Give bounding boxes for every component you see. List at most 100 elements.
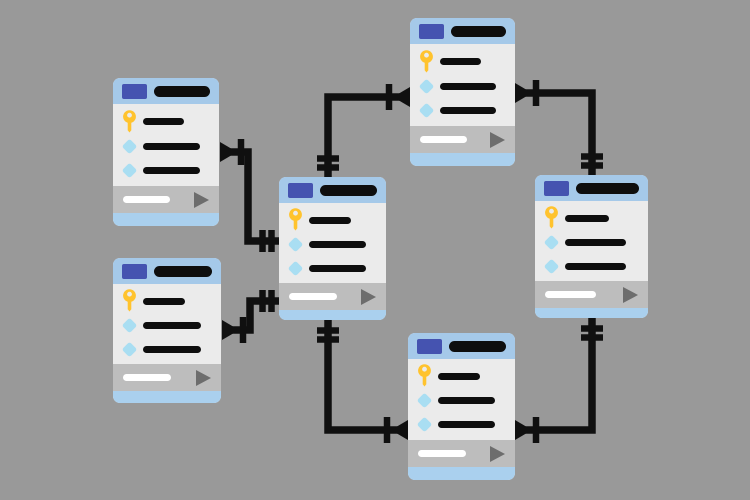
table-title-placeholder: [449, 340, 506, 352]
crowfoot-many-icon: [222, 320, 239, 340]
table-top-left: [113, 78, 219, 226]
footer-bar-placeholder: [123, 374, 172, 381]
table-field-list: [113, 104, 219, 186]
field-row: [535, 230, 648, 254]
field-icon-slot: [416, 364, 432, 388]
field-icon-slot: [287, 232, 303, 256]
field-name-placeholder: [565, 262, 626, 270]
connector-center-to-bottom-middle: [317, 320, 408, 443]
field-row: [113, 134, 219, 158]
table-bottom-strip: [535, 308, 648, 318]
field-icon-slot: [543, 254, 559, 278]
diamond-icon: [121, 162, 137, 179]
field-icon-slot: [287, 256, 303, 280]
field-row: [408, 364, 515, 388]
field-icon-slot: [287, 208, 303, 232]
field-name-placeholder: [309, 264, 367, 272]
crowfoot-many-icon: [393, 87, 410, 107]
expand-arrow-icon: [361, 288, 376, 305]
table-right: [535, 175, 648, 318]
diamond-icon: [287, 260, 303, 276]
field-row: [410, 74, 515, 98]
diamond-icon: [543, 234, 559, 250]
table-bottom-middle: [408, 333, 515, 480]
field-name-placeholder: [309, 240, 367, 248]
table-field-list: [113, 284, 221, 364]
field-row: [535, 206, 648, 230]
key-icon: [544, 206, 558, 229]
field-icon-slot: [543, 206, 559, 230]
field-icon-slot: [416, 389, 432, 413]
crowfoot-many-icon: [515, 83, 532, 103]
expand-arrow-icon: [196, 369, 211, 386]
table-title-placeholder: [320, 184, 377, 196]
crowfoot-many-icon: [220, 142, 237, 162]
table-header: [113, 78, 219, 104]
table-bottom-strip: [279, 310, 386, 320]
table-header: [113, 258, 221, 284]
key-icon: [288, 208, 302, 231]
connector-bottom-left-to-center: [222, 290, 279, 343]
table-center: [279, 177, 386, 320]
crowfoot-many-icon: [515, 420, 532, 440]
field-name-placeholder: [438, 372, 480, 380]
footer-bar-placeholder: [418, 450, 466, 457]
field-row: [410, 99, 515, 123]
table-type-square-icon: [122, 263, 147, 279]
table-type-square-icon: [417, 338, 442, 354]
footer-bar-placeholder: [420, 136, 467, 143]
field-icon-slot: [416, 413, 432, 437]
expand-arrow-icon: [490, 131, 505, 148]
table-type-square-icon: [419, 23, 444, 39]
field-name-placeholder: [438, 397, 496, 404]
table-top-middle: [410, 18, 515, 166]
field-icon-slot: [121, 134, 137, 158]
key-icon: [419, 49, 433, 72]
field-name-placeholder: [143, 297, 185, 305]
field-row: [279, 256, 386, 280]
table-bottom-left: [113, 258, 221, 403]
table-title-placeholder: [154, 265, 212, 277]
diamond-icon: [418, 78, 434, 94]
field-icon-slot: [121, 313, 137, 337]
field-name-placeholder: [440, 107, 497, 114]
footer-bar-placeholder: [289, 293, 337, 300]
connector-right-to-bottom-middle: [515, 318, 603, 443]
field-name-placeholder: [143, 142, 200, 150]
table-bottom-strip: [408, 467, 515, 480]
field-name-placeholder: [438, 421, 496, 429]
diamond-icon: [416, 392, 432, 409]
field-name-placeholder: [565, 238, 626, 246]
table-footer: [410, 126, 515, 153]
table-type-square-icon: [288, 182, 313, 198]
table-field-list: [279, 203, 386, 283]
field-name-placeholder: [143, 345, 201, 353]
field-icon-slot: [121, 337, 137, 361]
table-title-placeholder: [154, 85, 210, 97]
field-icon-slot: [121, 289, 137, 313]
table-field-list: [535, 201, 648, 281]
key-icon: [417, 364, 431, 387]
field-icon-slot: [121, 109, 137, 134]
expand-arrow-icon: [490, 445, 505, 462]
diamond-icon: [416, 416, 432, 433]
table-bottom-strip: [410, 153, 515, 166]
field-name-placeholder: [440, 58, 481, 65]
field-row: [408, 389, 515, 413]
table-footer: [113, 186, 219, 213]
field-name-placeholder: [309, 216, 351, 224]
table-header: [279, 177, 386, 203]
table-field-list: [410, 44, 515, 126]
table-header: [535, 175, 648, 201]
diamond-icon: [543, 258, 559, 274]
diamond-icon: [121, 317, 137, 333]
field-row: [113, 289, 221, 313]
table-header: [408, 333, 515, 359]
key-icon: [122, 289, 136, 312]
field-row: [113, 109, 219, 134]
field-row: [113, 159, 219, 183]
diamond-icon: [287, 236, 303, 252]
diamond-icon: [418, 102, 434, 119]
table-title-placeholder: [451, 25, 506, 37]
